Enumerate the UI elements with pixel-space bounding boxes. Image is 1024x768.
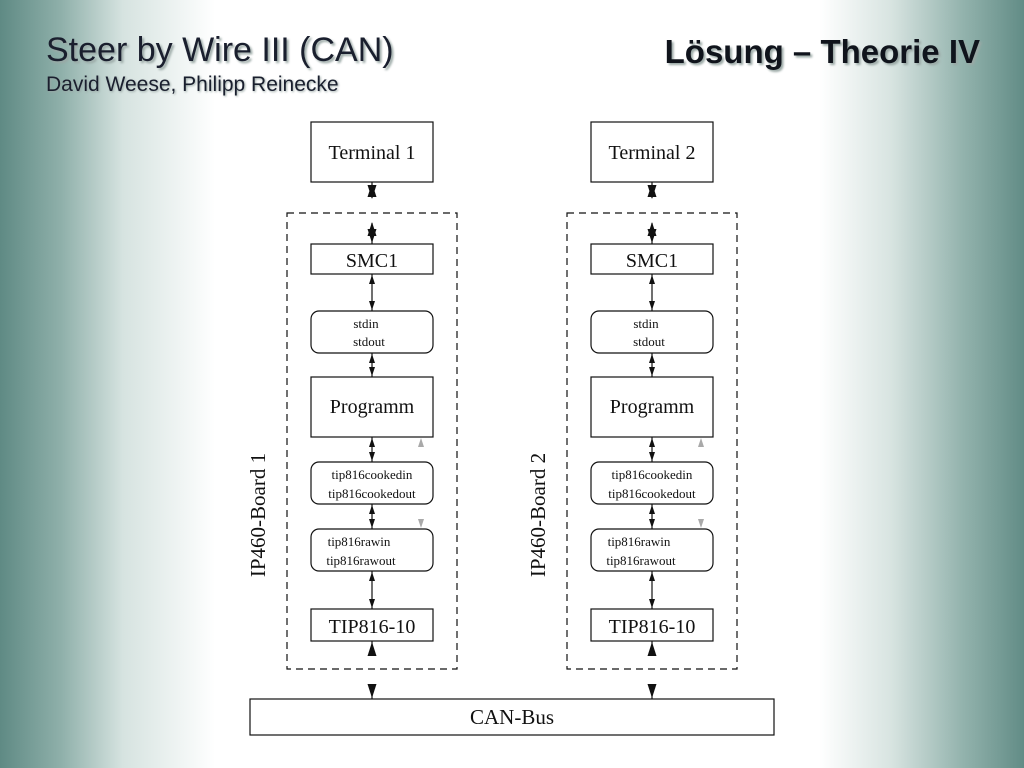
down-arrow — [369, 301, 375, 310]
down-arrow — [369, 452, 375, 461]
stdout-label: stdout — [633, 334, 665, 349]
cookedin-label: tip816cookedin — [332, 467, 413, 482]
rawout-label: tip816rawout — [606, 553, 676, 568]
stdout-label: stdout — [353, 334, 385, 349]
down-arrow — [649, 301, 655, 310]
down-arrow — [647, 684, 657, 698]
up-arrow — [369, 572, 375, 581]
can-bus-group: CAN-Bus — [249, 698, 775, 736]
tip-box — [590, 608, 714, 642]
terminal-label: Terminal 1 — [329, 142, 416, 164]
cookedin-label: tip816cookedin — [612, 467, 693, 482]
down-arrow — [367, 229, 377, 243]
down-arrow — [369, 599, 375, 608]
down-arrow — [649, 519, 655, 528]
up-arrow — [649, 275, 655, 284]
down-arrow — [647, 229, 657, 243]
program-box — [590, 376, 714, 438]
terminal-box — [310, 121, 434, 183]
down-arrow — [649, 599, 655, 608]
up-arrow — [649, 438, 655, 447]
rawin-label: tip816rawin — [328, 534, 391, 549]
program-label: Programm — [610, 396, 695, 418]
up-arrow — [649, 505, 655, 514]
program-label: Programm — [330, 396, 415, 418]
rawin-label: tip816rawin — [608, 534, 671, 549]
up-arrow — [367, 642, 377, 656]
tip-label: TIP816-10 — [329, 616, 416, 638]
down-arrow — [647, 185, 657, 199]
smc-label: SMC1 — [626, 250, 678, 272]
up-arrow — [369, 505, 375, 514]
can-bus-box — [249, 698, 775, 736]
up-arrow — [369, 438, 375, 447]
up-arrow — [369, 354, 375, 363]
grey-down-arrow — [698, 519, 704, 528]
up-arrow — [649, 572, 655, 581]
stdin-label: stdin — [353, 316, 379, 331]
smc-label: SMC1 — [346, 250, 398, 272]
grey-up-arrow — [418, 438, 424, 447]
up-arrow — [369, 275, 375, 284]
down-arrow — [649, 367, 655, 376]
board-boundary — [566, 212, 738, 670]
cookedout-label: tip816cookedout — [328, 486, 416, 501]
grey-down-arrow — [418, 519, 424, 528]
down-arrow — [367, 684, 377, 698]
down-arrow — [369, 519, 375, 528]
down-arrow — [369, 367, 375, 376]
grey-up-arrow — [698, 438, 704, 447]
section-heading: Lösung – Theorie IV — [664, 33, 980, 70]
authors: David Weese, Philipp Reinecke — [46, 73, 339, 96]
up-arrow — [647, 642, 657, 656]
board-column-1: Terminal 1 IP460-Board 1 SMC1 stdin stdoutPr… — [246, 121, 458, 699]
slide-title: Steer by Wire III (CAN) — [46, 31, 394, 69]
cookedout-label: tip816cookedout — [608, 486, 696, 501]
down-arrow — [367, 185, 377, 199]
rawout-label: tip816rawout — [326, 553, 396, 568]
tip-label: TIP816-10 — [609, 616, 696, 638]
terminal-box — [590, 121, 714, 183]
smc-box — [590, 243, 714, 275]
down-arrow — [649, 452, 655, 461]
board-label: IP460-Board 2 — [526, 453, 550, 577]
board-label: IP460-Board 1 — [246, 453, 270, 577]
up-arrow — [649, 354, 655, 363]
stdin-label: stdin — [633, 316, 659, 331]
board-column-2: Terminal 2 IP460-Board 2 SMC1 stdin stdoutPr… — [526, 121, 738, 699]
can-bus-label: CAN-Bus — [470, 705, 554, 729]
terminal-label: Terminal 2 — [609, 142, 696, 164]
board-boundary — [286, 212, 458, 670]
